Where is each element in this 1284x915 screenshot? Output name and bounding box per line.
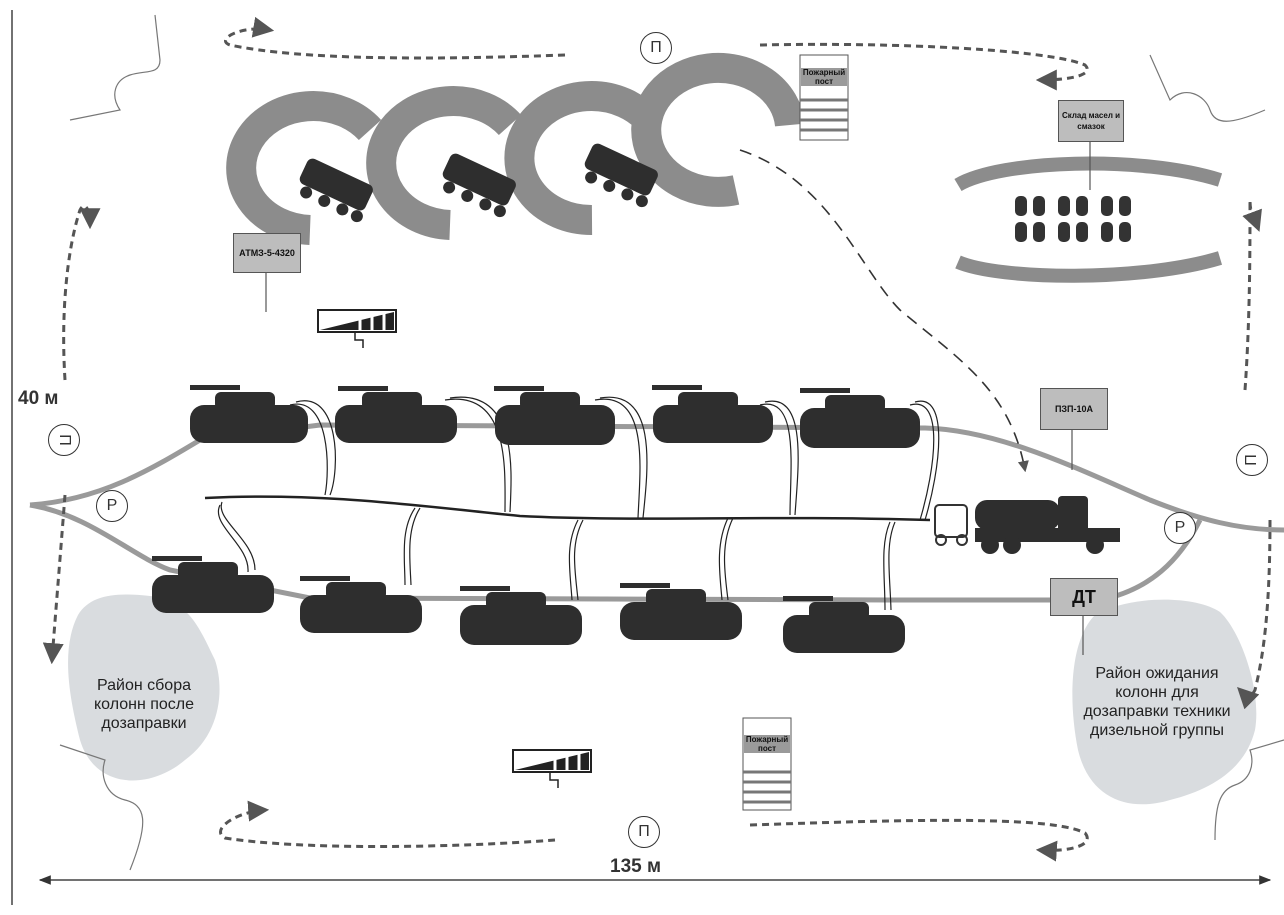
fire-post-bottom-board <box>743 718 791 810</box>
lower-tank-row <box>152 556 905 653</box>
fuel-hose-line <box>205 497 930 520</box>
pump-station <box>935 505 967 545</box>
fire-post-top-label: Пожарный пост <box>801 68 847 86</box>
barrier-sign-bottom <box>513 750 591 788</box>
width-dimension-label: 135 м <box>610 856 661 878</box>
marker-p-right: П <box>1236 444 1268 476</box>
oil-storage <box>958 140 1220 276</box>
pzp-sign: ПЗП-10А <box>1040 388 1108 430</box>
marker-p-left: П <box>48 424 80 456</box>
barrier-sign-top <box>318 310 396 348</box>
tanker-truck <box>975 496 1120 554</box>
dt-sign: ДТ <box>1050 578 1118 616</box>
assembly-zone-label: Район сбора колонн после дозаправки <box>85 676 203 733</box>
fire-post-bottom-label: Пожарный пост <box>744 735 790 753</box>
upper-tank-row <box>190 385 920 448</box>
marker-r-left: Р <box>96 490 128 522</box>
marker-r-right: Р <box>1164 512 1196 544</box>
atmz-sign: АТМЗ-5-4320 <box>233 233 301 273</box>
marker-p-bottom: П <box>628 816 660 848</box>
height-dimension-label: 40 м <box>18 388 58 410</box>
waiting-zone-label: Район ожидания колонн для дозаправки тех… <box>1072 664 1242 740</box>
oil-store-sign: Склад масел и смазок <box>1058 100 1124 142</box>
top-vehicles <box>293 142 662 225</box>
marker-p-top: П <box>640 32 672 64</box>
